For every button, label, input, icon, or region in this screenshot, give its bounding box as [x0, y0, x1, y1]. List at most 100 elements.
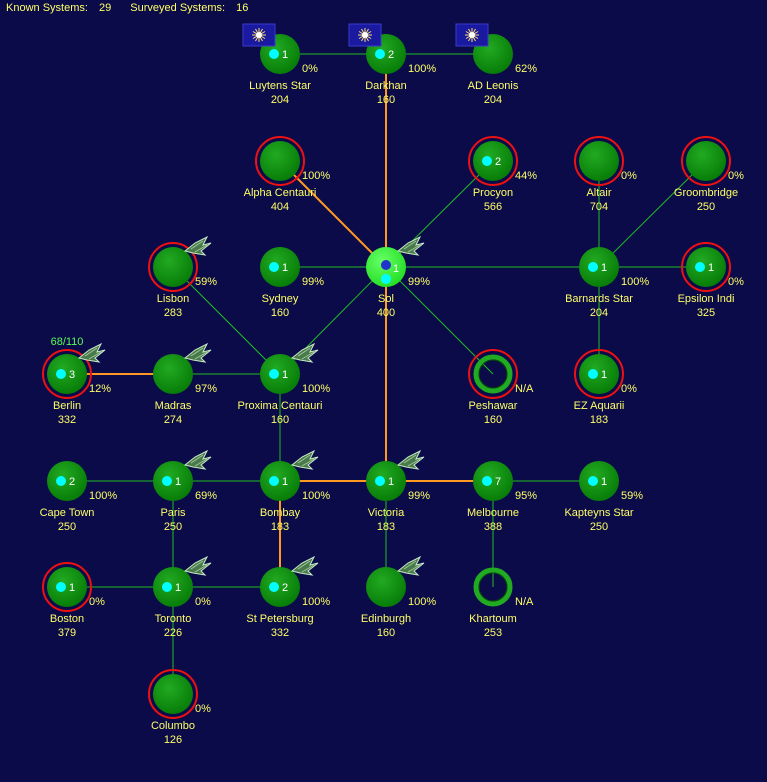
- system-name: Sol: [378, 293, 394, 305]
- moon-icon: [269, 369, 279, 379]
- ship-icon[interactable]: [183, 235, 212, 256]
- warning-ring: [468, 349, 518, 399]
- ship-icon[interactable]: [396, 449, 425, 470]
- planet-icon[interactable]: [260, 247, 300, 287]
- planet-icon[interactable]: [366, 567, 406, 607]
- system-percent: 0%: [621, 170, 637, 182]
- system-percent: 100%: [621, 276, 649, 288]
- planet-icon[interactable]: [153, 674, 193, 714]
- planet-icon[interactable]: [153, 354, 193, 394]
- moon-icon: [482, 476, 492, 486]
- system-count: 2: [282, 582, 288, 594]
- system-value: 566: [484, 201, 502, 213]
- planet-icon[interactable]: [579, 354, 619, 394]
- system-value: 325: [697, 307, 715, 319]
- system-percent: 0%: [728, 170, 744, 182]
- planet-icon[interactable]: [473, 567, 513, 607]
- system-value: 160: [484, 414, 502, 426]
- planet-icon[interactable]: [260, 461, 300, 501]
- planet-icon[interactable]: [473, 461, 513, 501]
- planet-icon[interactable]: [579, 247, 619, 287]
- warning-ring: [468, 136, 518, 186]
- planet-icon[interactable]: [153, 247, 193, 287]
- ship-icon[interactable]: [290, 342, 319, 363]
- system-value: 204: [484, 94, 502, 106]
- system-percent: 0%: [728, 276, 744, 288]
- ship-icon[interactable]: [290, 449, 319, 470]
- ship-icon[interactable]: [183, 555, 212, 576]
- moon-icon: [56, 582, 66, 592]
- system-value: 704: [590, 201, 608, 213]
- ship-icon[interactable]: [183, 449, 212, 470]
- planet-icon[interactable]: [473, 354, 513, 394]
- system-value: 332: [58, 414, 76, 426]
- planet-icon[interactable]: [579, 141, 619, 181]
- warning-ring: [574, 349, 624, 399]
- system-value: 126: [164, 734, 182, 746]
- planet-icon[interactable]: [47, 354, 87, 394]
- planet-icon[interactable]: [366, 461, 406, 501]
- planet-icon[interactable]: [579, 461, 619, 501]
- system-percent: N/A: [515, 596, 534, 608]
- planet-icon[interactable]: [153, 461, 193, 501]
- system-name: Groombridge: [674, 187, 738, 199]
- system-count: 1: [388, 476, 394, 488]
- system-value: 283: [164, 307, 182, 319]
- ship-icon[interactable]: [183, 342, 212, 363]
- system-value: 332: [271, 627, 289, 639]
- moon-icon: [588, 476, 598, 486]
- moon-icon: [269, 49, 279, 59]
- known-systems-count: 29: [98, 2, 112, 14]
- planet-icon[interactable]: [153, 567, 193, 607]
- planet-icon[interactable]: [47, 461, 87, 501]
- ship-icon[interactable]: [290, 555, 319, 576]
- system-name: Paris: [160, 507, 186, 519]
- flag-icon: [348, 23, 382, 47]
- system-count: 1: [601, 262, 607, 274]
- planet-icon[interactable]: [686, 141, 726, 181]
- ship-icon[interactable]: [396, 555, 425, 576]
- planet-icon[interactable]: [47, 567, 87, 607]
- planet-icon[interactable]: [260, 141, 300, 181]
- warning-ring: [574, 136, 624, 186]
- moon-icon: [269, 582, 279, 592]
- ship-icon[interactable]: [396, 235, 425, 256]
- system-value: 404: [271, 201, 289, 213]
- planet-icon[interactable]: [260, 354, 300, 394]
- planet-icon[interactable]: [260, 567, 300, 607]
- planet-icon[interactable]: [686, 247, 726, 287]
- planet-icon[interactable]: [473, 141, 513, 181]
- ship-icon[interactable]: [77, 342, 106, 363]
- system-name: Peshawar: [469, 400, 518, 412]
